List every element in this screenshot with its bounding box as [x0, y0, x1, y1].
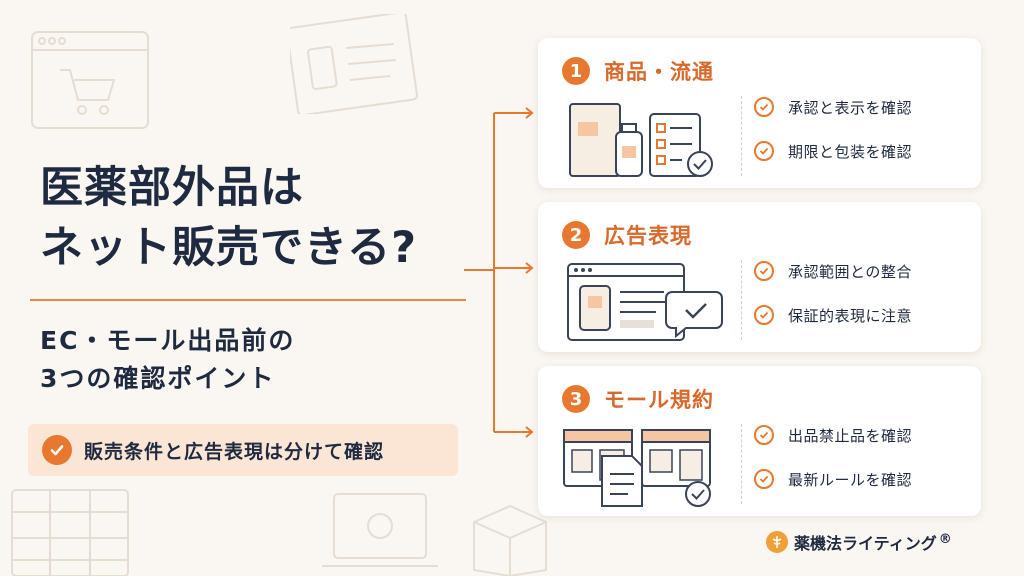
check-item: 承認範囲との整合 [754, 260, 912, 282]
brand-name: 薬機法ライティング® [794, 530, 952, 554]
subtitle-line-1: EC・モール出品前の [40, 326, 296, 355]
title-divider [30, 299, 466, 301]
brand-name-text: 薬機法ライティング [794, 534, 937, 553]
note-banner: 販売条件と広告表現は分けて確認 [28, 424, 458, 476]
check-item: 承認と表示を確認 [754, 96, 912, 118]
card-product-distribution: 1 商品・流通 承認と表示を確認 期限と包装を確認 [538, 38, 981, 188]
check-items: 承認と表示を確認 期限と包装を確認 [754, 96, 912, 162]
card-separator [741, 260, 742, 340]
check-item-text: 期限と包装を確認 [788, 142, 913, 161]
bracket-connector [464, 107, 534, 438]
card-separator [741, 96, 742, 176]
bg-calendar-icon [11, 489, 129, 576]
check-item-text: 出品禁止品を確認 [788, 426, 913, 445]
check-item: 最新ルールを確認 [754, 468, 912, 490]
page-title: 医薬部外品は ネット販売できる? [40, 158, 480, 278]
bg-laptop-icon [322, 493, 438, 567]
card-header: 1 商品・流通 [562, 56, 714, 86]
caduceus-icon [766, 531, 788, 553]
note-text: 販売条件と広告表現は分けて確認 [84, 440, 385, 463]
card-number: 1 [562, 57, 590, 85]
check-items: 出品禁止品を確認 最新ルールを確認 [754, 424, 912, 490]
check-icon [754, 425, 774, 445]
check-icon [754, 97, 774, 117]
brand-logo: 薬機法ライティング® [766, 530, 952, 554]
subtitle-line-2: 3つの確認ポイント [40, 364, 276, 393]
card-separator [741, 424, 742, 504]
check-icon [754, 469, 774, 489]
check-item: 出品禁止品を確認 [754, 424, 912, 446]
online-store-document-icon [563, 429, 711, 507]
web-page-ad-chat-icon [567, 263, 723, 341]
check-item-text: 保証的表現に注意 [788, 306, 913, 325]
check-item: 期限と包装を確認 [754, 140, 912, 162]
check-icon [754, 305, 774, 325]
bg-browser-cart-icon [31, 31, 149, 129]
check-item-text: 承認範囲との整合 [788, 262, 912, 281]
card-title: 商品・流通 [604, 60, 714, 84]
page-subtitle: EC・モール出品前の 3つの確認ポイント [40, 322, 480, 398]
card-number: 3 [562, 385, 590, 413]
title-line-2: ネット販売できる? [40, 223, 418, 273]
check-icon [754, 261, 774, 281]
card-title: モール規約 [604, 388, 714, 412]
bg-document-icon [290, 14, 419, 114]
check-items: 承認範囲との整合 保証的表現に注意 [754, 260, 912, 326]
check-item: 保証的表現に注意 [754, 304, 912, 326]
bg-package-icon [473, 504, 547, 576]
product-box-bottle-checklist-icon [569, 103, 713, 177]
check-item-text: 最新ルールを確認 [788, 470, 913, 489]
title-line-1: 医薬部外品は [40, 163, 304, 213]
card-title: 広告表現 [604, 224, 692, 248]
card-ad-expression: 2 広告表現 承認範囲との整合 保証的表現に注意 [538, 202, 981, 352]
registered-mark: ® [938, 531, 952, 547]
check-icon [754, 141, 774, 161]
card-number: 2 [562, 221, 590, 249]
check-item-text: 承認と表示を確認 [788, 98, 913, 117]
card-mall-rules: 3 モール規約 出品禁止品を確認 最新ルールを確認 [538, 366, 981, 516]
check-circle-icon [42, 435, 72, 465]
card-header: 2 広告表現 [562, 220, 692, 250]
card-header: 3 モール規約 [562, 384, 714, 414]
